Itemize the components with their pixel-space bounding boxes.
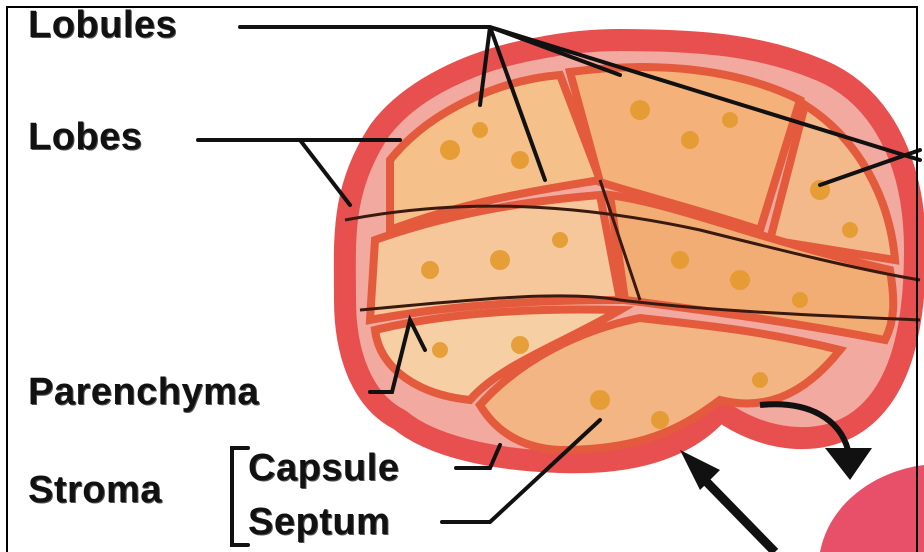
curved-arrow-head	[825, 448, 872, 480]
stroma-label: Stroma	[28, 471, 162, 509]
parenchyma-label: Parenchyma	[28, 373, 259, 411]
capsule-label: Capsule	[248, 449, 399, 487]
lobes-label: Lobes	[28, 118, 142, 156]
lobules-label: Lobules	[28, 6, 177, 44]
septum-label: Septum	[248, 503, 390, 541]
stroma-bracket	[232, 448, 248, 545]
magnified-structure	[820, 465, 924, 552]
organ-section	[345, 40, 920, 462]
